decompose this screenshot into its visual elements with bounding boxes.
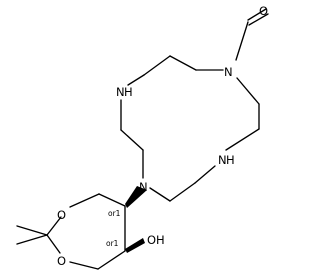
bond-wedge-n [125,186,147,208]
atom-ring-oxygen-lower: O [57,254,66,268]
bond-r6 [120,129,144,151]
chemical-structure: O N N H N H N O O OH or1 or1 [16,4,269,270]
atom-nh-lower-h: H [226,153,235,167]
bond-d6 [97,250,126,270]
bond-co-double-b [248,13,269,26]
bond-wedge-oh [125,238,145,253]
bond-cho-n [235,21,249,61]
bond-d5 [69,261,99,270]
atom-ring-oxygen-upper: O [57,208,66,222]
bond-r13 [236,77,260,105]
atom-nh-upper-n: N [116,85,125,99]
bond-r8 [149,187,171,202]
structure-svg: O N N H N H N O O OH or1 or1 [16,4,269,270]
atom-tertiary-nitrogen: N [139,180,148,194]
stereo-labels: or1 or1 [106,209,121,248]
atom-aldehyde-oxygen: O [259,4,268,18]
bond-co-double-a [247,8,267,21]
bond-d1 [98,193,126,207]
stereo-label-upper: or1 [108,209,121,218]
atom-labels: O N N H N H N O O OH [57,4,268,268]
atom-nh-upper-h: H [124,85,133,99]
bond-d4 [46,234,61,254]
bond-r4 [127,74,145,86]
stereo-label-lower: or1 [106,239,119,248]
atom-amide-nitrogen: N [224,65,233,79]
bond-me1 [16,225,48,236]
bond-r9 [169,182,196,202]
atom-hydroxyl: OH [147,233,165,247]
bond-r3 [143,55,171,76]
atom-nh-lower-n: N [218,153,227,167]
bond-d3 [46,216,62,236]
bond-me2 [16,234,48,245]
bond-r10 [194,165,216,184]
bond-r11 [225,128,260,151]
bonds [16,8,269,270]
bond-r2 [169,55,197,71]
bond-d2 [69,193,100,208]
